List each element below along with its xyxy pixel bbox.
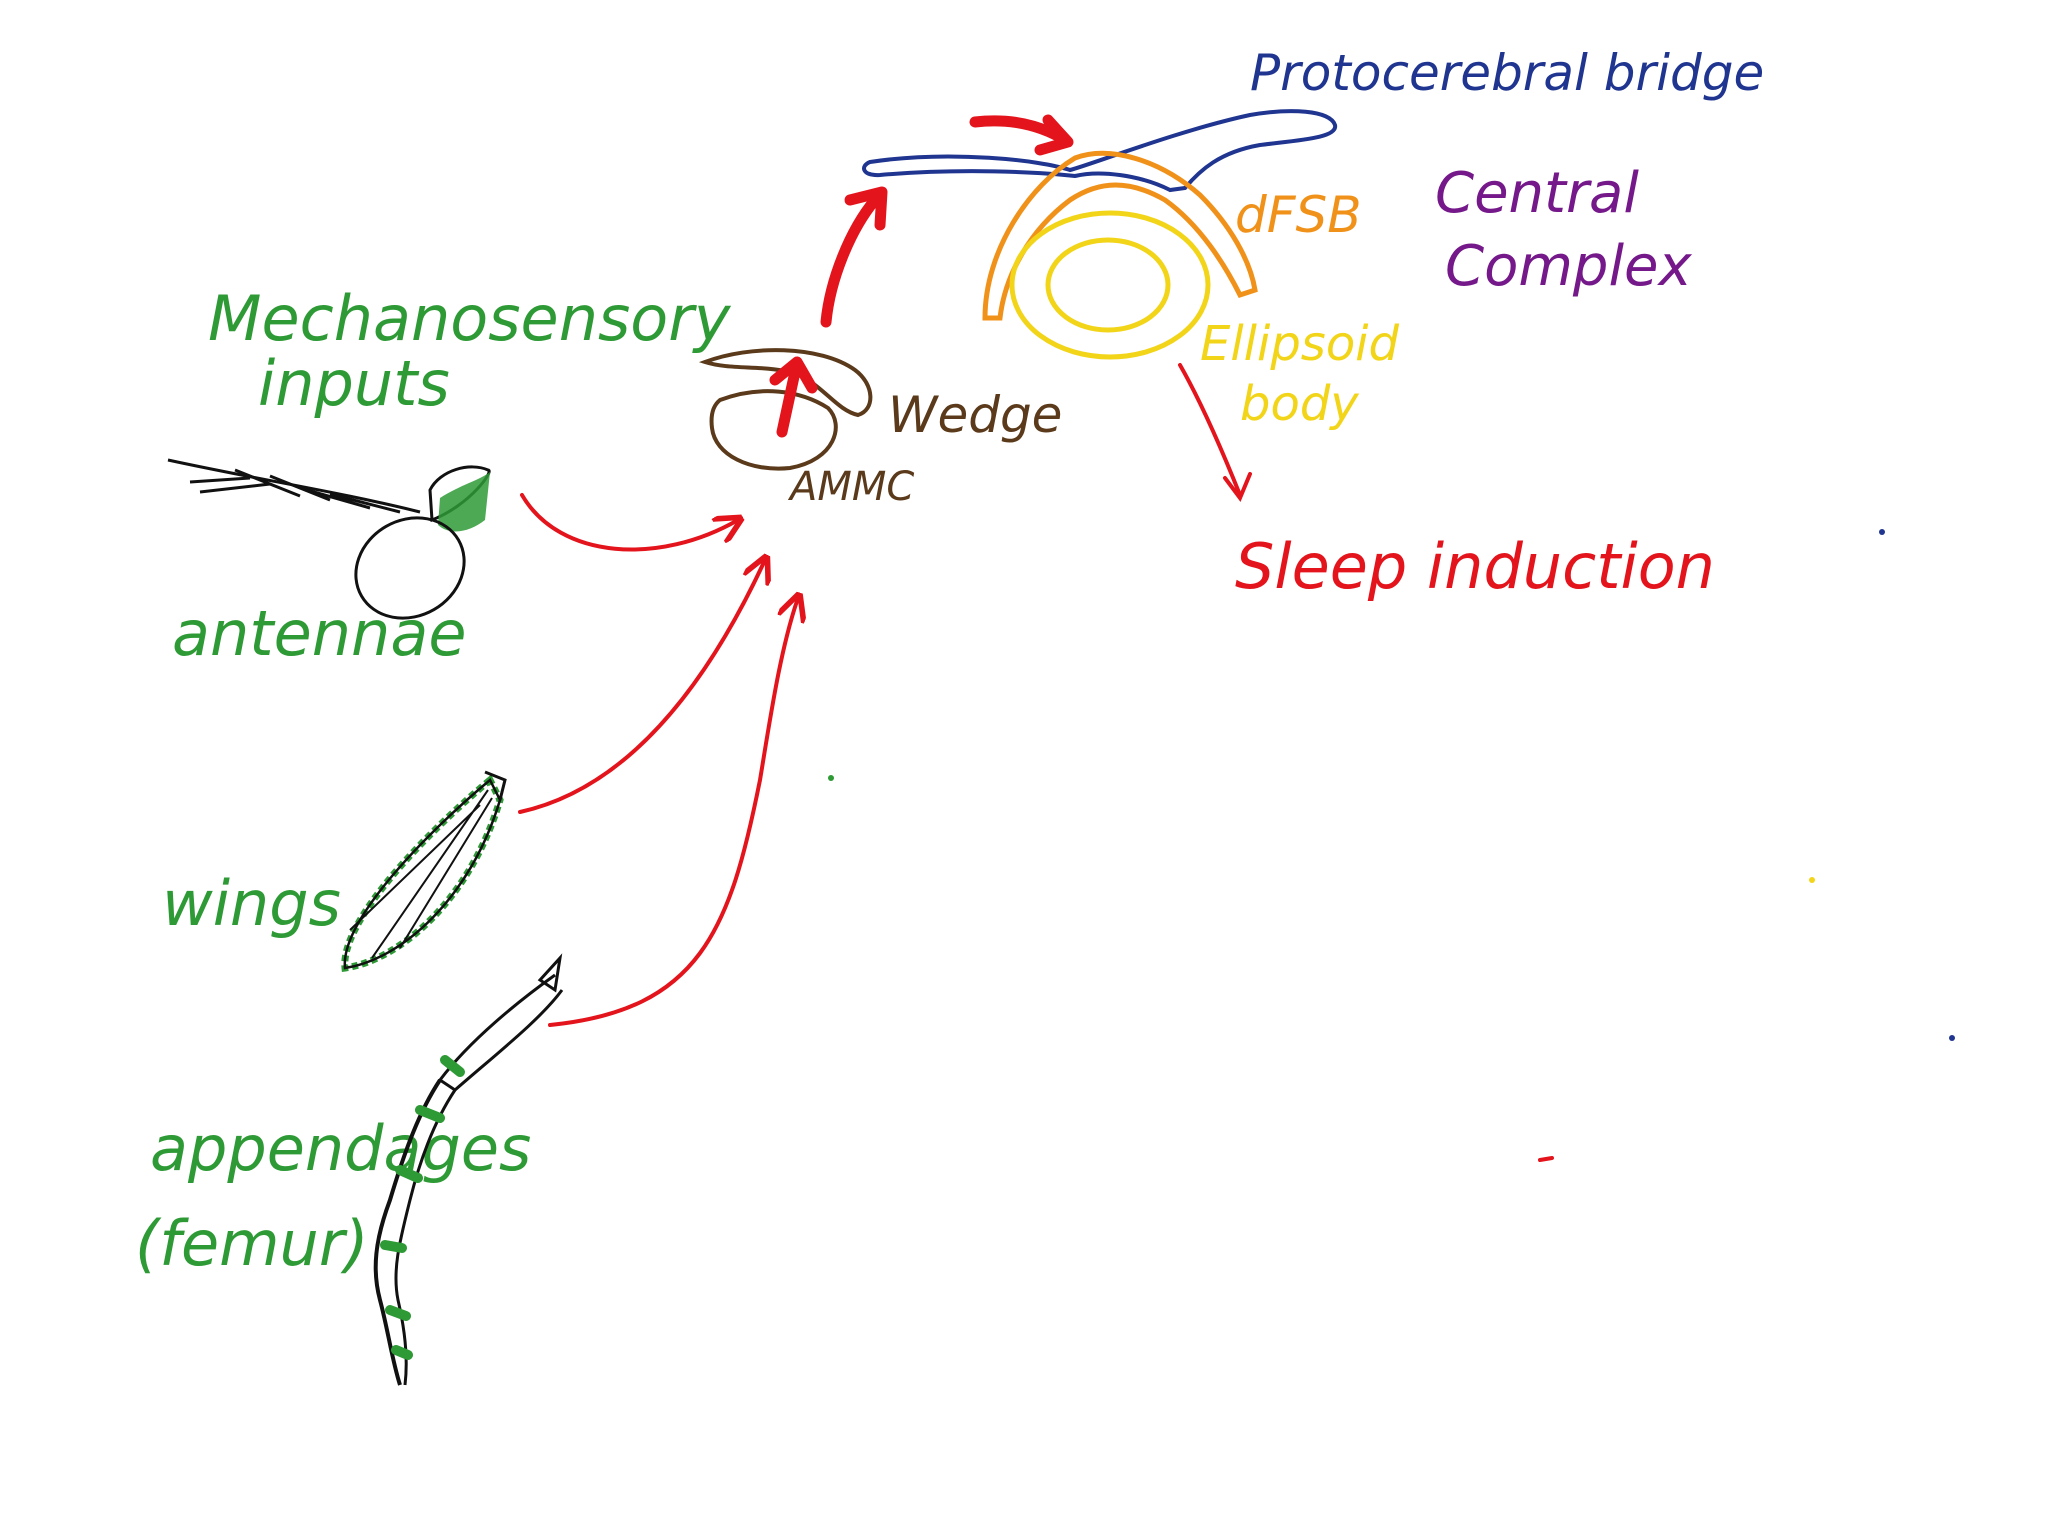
ammc-label: AMMC <box>787 464 914 510</box>
arrow-ellipsoid-to-sleep <box>1178 363 1252 502</box>
dfsb-shape <box>982 150 1258 321</box>
inputs-label: inputs <box>258 347 450 420</box>
antennae-label: antennae <box>172 597 466 670</box>
central-label: Central <box>1435 161 1639 226</box>
sleep-induction-label: Sleep induction <box>1235 530 1715 603</box>
wings-label: wings <box>162 867 341 940</box>
antenna-drawing <box>167 458 491 620</box>
arrow-bridge-to-dfsb <box>969 114 1074 156</box>
appendages-label: appendages <box>150 1112 531 1185</box>
wedge-label: Wedge <box>888 386 1062 444</box>
dfsb-label: dFSB <box>1235 186 1362 244</box>
complex-label: Complex <box>1445 234 1692 299</box>
femur-label: (femur) <box>135 1207 369 1280</box>
ellipsoid-body-shape <box>1009 210 1211 360</box>
ellipsoid-label: Ellipsoid <box>1200 316 1400 372</box>
mechanosensory-label: Mechanosensory <box>208 282 732 355</box>
arrow-wedge-to-bridge <box>820 186 888 328</box>
stray-dots <box>828 529 1955 1162</box>
protocerebral-bridge-shape <box>862 109 1338 193</box>
wing-drawing <box>341 770 507 972</box>
arrow-ammc-to-wedge <box>769 356 818 438</box>
arrow-wings-to-ammc <box>518 560 765 814</box>
protocerebral-bridge-label: Protocerebral bridge <box>1250 44 1764 102</box>
body-label: body <box>1240 376 1359 432</box>
arrow-leg-to-ammc <box>548 598 798 1027</box>
arrow-antenna-to-ammc <box>520 493 738 552</box>
leg-drawing <box>373 953 564 1386</box>
